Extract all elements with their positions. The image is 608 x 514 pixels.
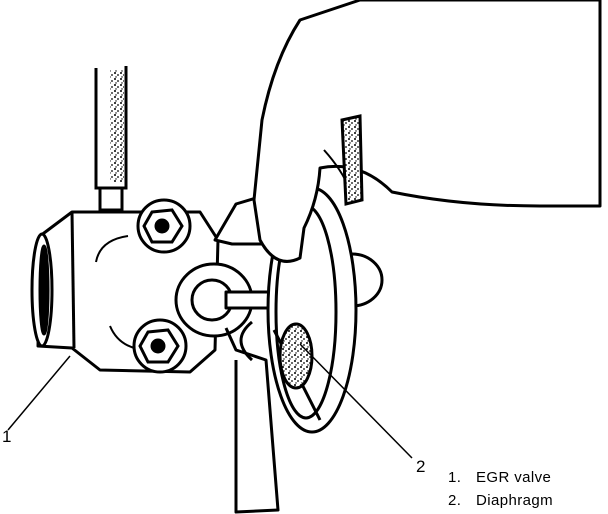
vacuum-hose	[94, 66, 128, 212]
lower-bolt	[132, 318, 188, 374]
legend-item: 2. Diaphragm	[448, 489, 604, 512]
leader-lines	[7, 343, 413, 459]
legend: 1. EGR valve 2. Diaphragm	[448, 466, 604, 512]
right-hose	[340, 114, 364, 206]
legend-label: EGR valve	[476, 469, 552, 486]
legend-label: Diaphragm	[476, 492, 553, 509]
legend-item: 1. EGR valve	[448, 466, 604, 489]
callout-2: 2	[416, 457, 425, 476]
valve-stem-bracket	[174, 196, 302, 338]
callout-1: 1	[2, 427, 11, 446]
legend-number: 2.	[448, 492, 462, 509]
upper-bolt	[136, 198, 192, 254]
hand	[224, 0, 602, 514]
legend-number: 1.	[448, 469, 462, 486]
